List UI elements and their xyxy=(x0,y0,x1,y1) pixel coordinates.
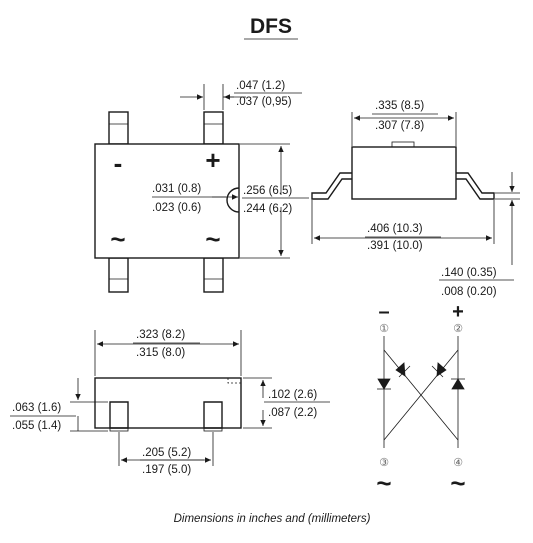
front-view-body xyxy=(94,377,242,429)
top-pin-lower-left xyxy=(108,257,129,293)
dim-standoff-min: .055 (1.4) xyxy=(12,420,61,432)
dim-height-min: .087 (2.2) xyxy=(268,407,317,419)
pin-2-label: ② xyxy=(453,323,463,335)
dim-pin-width-min: .037 (0,95) xyxy=(236,96,292,108)
diode-left-icon xyxy=(377,378,391,390)
diode-diagonal-a-icon xyxy=(395,362,406,377)
package-title: DFS xyxy=(250,15,292,38)
bridge-schematic: – + ① ② ③ ④ ~ ~ xyxy=(376,301,465,498)
dim-side-body-width-max: .335 (8.5) xyxy=(375,100,424,112)
dimensions-caption: Dimensions in inches and (millimeters) xyxy=(174,513,371,525)
front-pin-left xyxy=(109,401,129,429)
side-view-body xyxy=(351,146,457,200)
dim-pin-pitch-max: .205 (5.2) xyxy=(142,447,191,459)
top-view-notch xyxy=(226,187,240,213)
dim-pin-width-max: .047 (1.2) xyxy=(236,80,285,92)
schematic-ac-right: ~ xyxy=(450,468,465,498)
dim-lead-span-max: .406 (10.3) xyxy=(367,223,423,235)
pin-1-label: ① xyxy=(379,323,389,335)
dim-pin-pitch-min: .197 (5.0) xyxy=(142,464,191,476)
top-view: - + ~ ~ .047 (1.2) .037 (0,95) .031 (0.8… xyxy=(94,80,309,293)
schematic-minus-label: – xyxy=(378,301,389,323)
dim-front-length-min: .315 (8.0) xyxy=(136,347,185,359)
side-view-lead-right xyxy=(456,172,495,200)
dim-side-body-width-min: .307 (7.8) xyxy=(375,120,424,132)
top-pin-lower-right xyxy=(203,257,224,293)
front-pin-right xyxy=(203,401,223,429)
diode-diagonal-b-icon xyxy=(436,362,447,377)
schematic-plus-label: + xyxy=(452,301,464,323)
dim-slot-min: .023 (0.6) xyxy=(152,202,201,214)
front-view: .323 (8.2) .315 (8.0) .063 (1.6) .055 (1… xyxy=(10,329,330,476)
pin-4-label: ④ xyxy=(453,457,463,469)
top-view-body xyxy=(94,143,240,259)
dim-front-length-max: .323 (8.2) xyxy=(136,329,185,341)
dim-body-height-min: .244 (6.2) xyxy=(243,203,292,215)
dim-slot-max: .031 (0.8) xyxy=(152,183,201,195)
top-pin-upper-right xyxy=(203,111,224,145)
schematic-ac-left: ~ xyxy=(376,468,391,498)
diode-right-icon xyxy=(451,378,465,390)
dim-standoff-max: .063 (1.6) xyxy=(12,402,61,414)
ac-terminal-mark-left: ~ xyxy=(110,224,125,254)
dim-body-height-max: .256 (6.5) xyxy=(243,185,292,197)
pin-3-label: ③ xyxy=(379,457,389,469)
side-view-top-tab xyxy=(391,141,415,148)
side-view-lead-left xyxy=(311,172,352,200)
dim-lead-thickness-max: .140 (0.35) xyxy=(441,267,497,279)
dim-height-max: .102 (2.6) xyxy=(268,389,317,401)
top-pin-upper-left xyxy=(108,111,129,145)
plus-terminal-mark: + xyxy=(205,145,220,175)
dim-lead-thickness-min: .008 (0.20) xyxy=(441,286,497,298)
ac-terminal-mark-right: ~ xyxy=(205,224,220,254)
dim-lead-span-min: .391 (10.0) xyxy=(367,240,423,252)
side-view: .335 (8.5) .307 (7.8) .406 (10.3) .391 (… xyxy=(311,100,520,298)
minus-terminal-mark: - xyxy=(114,148,123,178)
